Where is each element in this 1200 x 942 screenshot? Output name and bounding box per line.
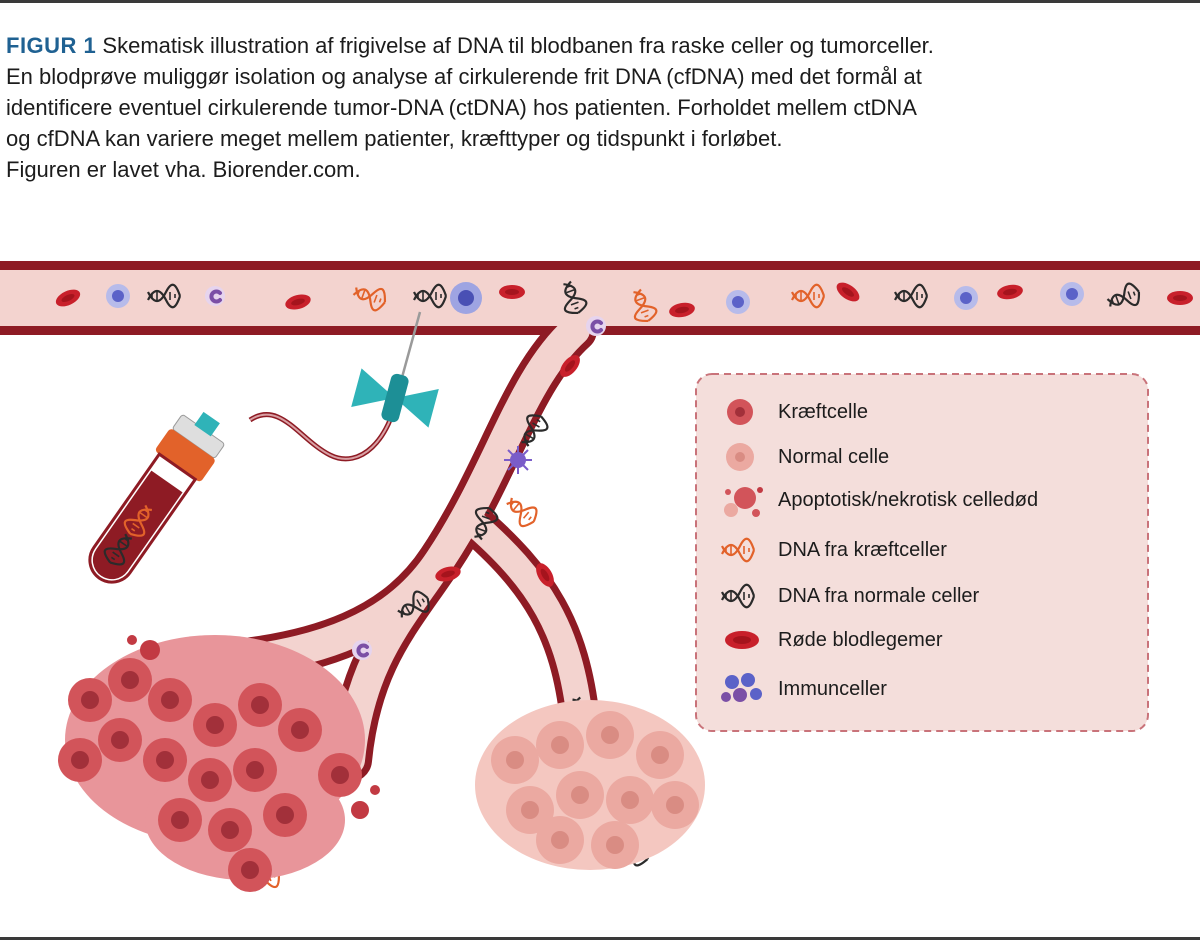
figure-label: FIGUR 1 — [6, 33, 97, 58]
figure-caption: FIGUR 1 Skematisk illustration af frigiv… — [6, 30, 1196, 185]
legend-label-tumor-dna: DNA fra kræftceller — [778, 539, 947, 561]
top-rule — [0, 0, 1200, 3]
blood-collection-tube — [88, 311, 439, 584]
caption-line-5: Figuren er lavet vha. Biorender.com. — [6, 157, 361, 182]
bottom-rule — [0, 937, 1200, 940]
cancer-tumor-cluster — [58, 635, 380, 892]
immune-cells-icon — [721, 673, 762, 702]
legend-label-apoptotic: Apoptotisk/nekrotisk celledød — [778, 489, 1039, 511]
legend-label-cancer-cell: Kræftcelle — [778, 401, 869, 423]
cancer-cell-icon — [727, 399, 753, 425]
caption-line-2: En blodprøve muliggør isolation og analy… — [6, 64, 922, 89]
legend-label-normal-dna: DNA fra normale celler — [778, 585, 980, 607]
caption-line-4: og cfDNA kan variere meget mellem patien… — [6, 126, 783, 151]
normal-tissue-cluster — [475, 700, 705, 870]
apoptotic-cell-icon — [724, 487, 763, 517]
red-blood-cell-icon — [725, 631, 759, 649]
normal-cell-icon — [726, 443, 754, 471]
legend-label-immune-cells: Immunceller — [778, 678, 887, 700]
caption-line-3: identificere eventuel cirkulerende tumor… — [6, 95, 917, 120]
caption-line-1: FIGUR 1 Skematisk illustration af frigiv… — [6, 33, 934, 58]
legend-label-red-blood-cells: Røde blodlegemer — [778, 629, 943, 651]
legend-label-normal-cell: Normal celle — [778, 446, 890, 468]
immune-cells — [106, 282, 1084, 662]
legend — [695, 373, 1149, 732]
